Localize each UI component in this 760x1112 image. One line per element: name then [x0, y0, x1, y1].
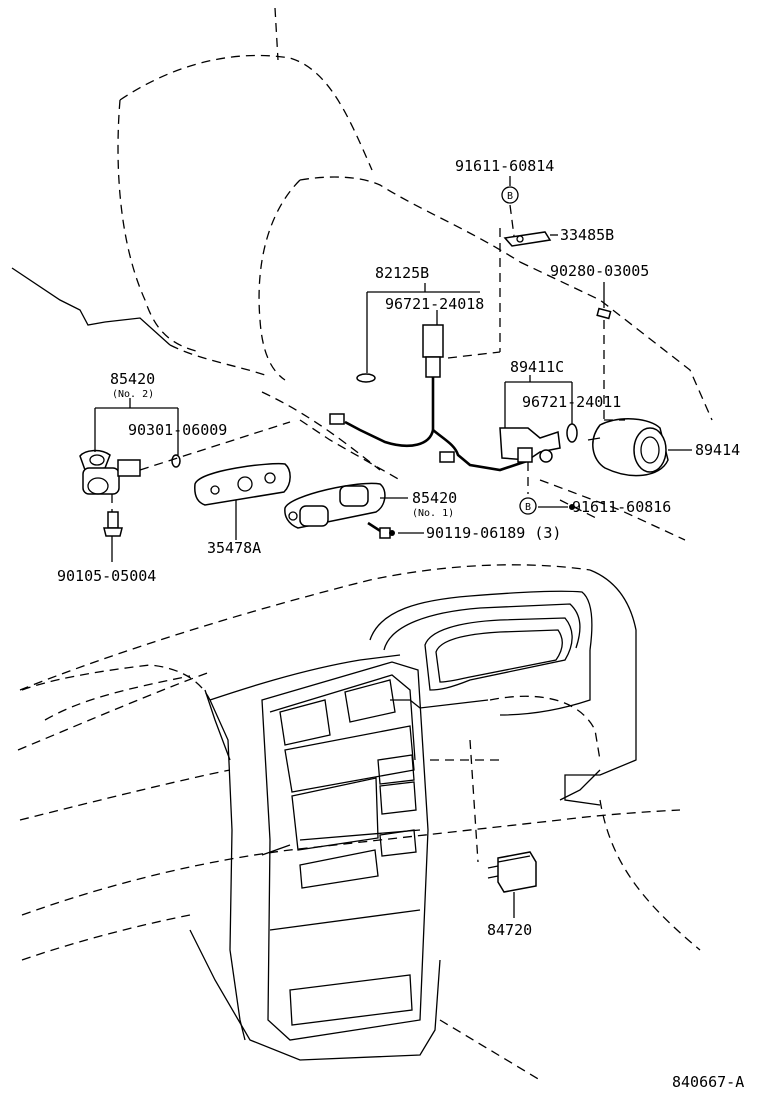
bracket-33485B[interactable]: [503, 231, 552, 247]
label-89411C[interactable]: 89411C: [510, 358, 564, 376]
wire-harness-82125B[interactable]: [329, 324, 531, 472]
label-90280-03005[interactable]: 90280-03005: [550, 262, 649, 280]
label-91611-60814[interactable]: 91611-60814: [455, 157, 554, 175]
label-84720[interactable]: 84720: [487, 921, 532, 939]
leader-lines: [94, 176, 692, 918]
bolt-marker-label: B: [525, 502, 531, 513]
label-91611-60816[interactable]: 91611-60816: [572, 498, 671, 516]
label-85420-no2[interactable]: 85420: [110, 370, 155, 388]
label-no1: (No. 1): [412, 508, 454, 519]
bolt-marker-upper: B: [501, 186, 519, 204]
label-90301-06009[interactable]: 90301-06009: [128, 421, 227, 439]
dashboard-outline: [17, 564, 701, 1041]
diagram-code: 840667-A: [672, 1073, 744, 1091]
label-33485B[interactable]: 33485B: [560, 226, 614, 244]
bolt-dot: [569, 504, 575, 510]
part-labels: 91611-60814 33485B 90280-03005 82125B 96…: [57, 157, 744, 1091]
bolt-90105-05004[interactable]: [103, 511, 123, 537]
label-90119-06189[interactable]: 90119-06189 (3): [426, 524, 561, 542]
bolt-marker-label: B: [507, 191, 513, 202]
solenoid-85420-no1[interactable]: [284, 482, 386, 529]
label-96721-24018[interactable]: 96721-24018: [385, 295, 484, 313]
label-85420-no1[interactable]: 85420: [412, 489, 457, 507]
instrument-cluster: [369, 590, 593, 716]
solenoid-85420-no2[interactable]: [79, 449, 181, 495]
bolt-marker-lower: B: [519, 497, 537, 515]
switch-84720[interactable]: [487, 851, 537, 893]
label-no2: (No. 2): [112, 389, 154, 400]
plate-35478A[interactable]: [194, 462, 291, 506]
transmission-outline: [11, 7, 713, 541]
label-82125B[interactable]: 82125B: [375, 264, 429, 282]
bolt-90119-06189[interactable]: [367, 521, 391, 539]
clip-90280-03005[interactable]: [596, 307, 612, 320]
label-89414[interactable]: 89414: [695, 441, 740, 459]
label-90105-05004[interactable]: 90105-05004: [57, 567, 156, 585]
label-35478A[interactable]: 35478A: [207, 539, 261, 557]
bolt-dot: [389, 530, 395, 536]
sensor-89411C[interactable]: [499, 423, 578, 463]
label-96721-24011[interactable]: 96721-24011: [522, 393, 621, 411]
center-console: [189, 661, 541, 1081]
sensor-89414[interactable]: [587, 418, 669, 477]
